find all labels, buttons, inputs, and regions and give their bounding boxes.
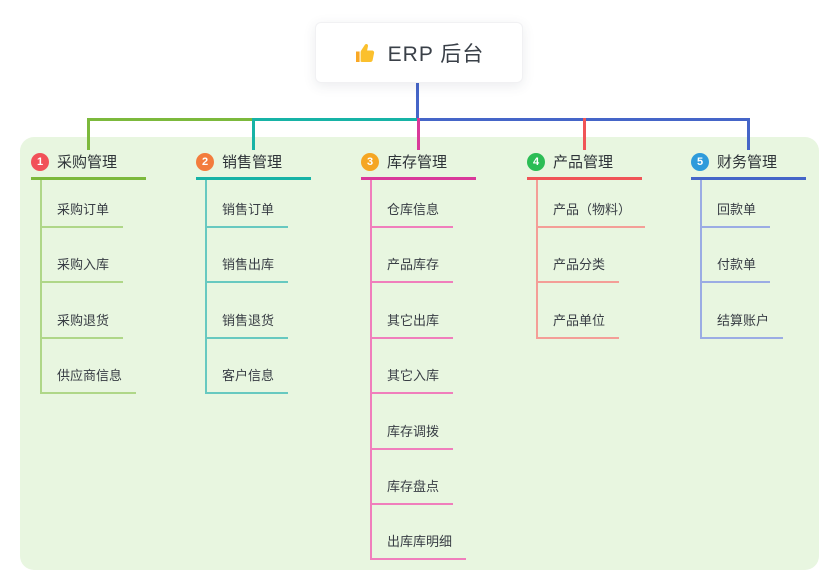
child-node-4-3[interactable]: 产品单位: [536, 312, 620, 339]
thumbs-up-icon: [354, 41, 378, 65]
child-node-5-2[interactable]: 付款单: [700, 256, 771, 283]
branch-label-3: 库存管理: [387, 154, 448, 171]
child-node-5-1[interactable]: 回款单: [700, 201, 771, 228]
branch-drop-line-2: [252, 118, 255, 150]
branch-trunk-line-3: [370, 180, 372, 560]
root-node-label: ERP 后台: [387, 42, 485, 66]
branch-label-1: 采购管理: [57, 154, 118, 171]
child-node-3-3[interactable]: 其它出库: [370, 312, 454, 339]
branch-badge-3: 3: [361, 152, 379, 171]
child-node-3-1[interactable]: 仓库信息: [370, 201, 454, 228]
branch-label-2: 销售管理: [222, 154, 283, 171]
branch-trunk-line-1: [40, 180, 42, 394]
root-node[interactable]: ERP 后台: [315, 22, 523, 83]
child-node-3-6[interactable]: 库存盘点: [370, 478, 454, 505]
bus-segment-branch1: [87, 118, 255, 121]
branch-header-4[interactable]: 4 产品管理: [527, 150, 642, 180]
child-node-3-2[interactable]: 产品库存: [370, 256, 454, 283]
branch-drop-line-4: [583, 118, 586, 150]
branch-header-3[interactable]: 3 库存管理: [361, 150, 476, 180]
child-node-2-1[interactable]: 销售订单: [205, 201, 289, 228]
root-connector-line: [416, 83, 419, 118]
branch-trunk-line-2: [205, 180, 207, 394]
branch-header-5[interactable]: 5 财务管理: [691, 150, 806, 180]
child-node-1-4[interactable]: 供应商信息: [40, 367, 137, 394]
branch-trunk-line-5: [700, 180, 702, 339]
branch-label-5: 财务管理: [717, 154, 778, 171]
child-node-4-1[interactable]: 产品（物料）: [536, 201, 646, 228]
branch-badge-4: 4: [527, 152, 545, 171]
child-node-3-5[interactable]: 库存调拨: [370, 423, 454, 450]
branch-group-background: [20, 137, 819, 570]
child-node-4-2[interactable]: 产品分类: [536, 256, 620, 283]
branch-label-4: 产品管理: [553, 154, 614, 171]
child-node-3-7[interactable]: 出库库明细: [370, 533, 467, 560]
branch-drop-line-5: [747, 118, 750, 150]
child-node-1-3[interactable]: 采购退货: [40, 312, 124, 339]
child-node-3-4[interactable]: 其它入库: [370, 367, 454, 394]
branch-drop-line-1: [87, 118, 90, 150]
child-node-1-2[interactable]: 采购入库: [40, 256, 124, 283]
branch-badge-2: 2: [196, 152, 214, 171]
branch-header-2[interactable]: 2 销售管理: [196, 150, 311, 180]
child-node-2-4[interactable]: 客户信息: [205, 367, 289, 394]
child-node-2-3[interactable]: 销售退货: [205, 312, 289, 339]
child-node-1-1[interactable]: 采购订单: [40, 201, 124, 228]
branch-trunk-line-4: [536, 180, 538, 339]
branch-header-1[interactable]: 1 采购管理: [31, 150, 146, 180]
branch-drop-line-3: [417, 118, 420, 150]
branch-badge-1: 1: [31, 152, 49, 171]
branch-badge-5: 5: [691, 152, 709, 171]
child-node-2-2[interactable]: 销售出库: [205, 256, 289, 283]
bus-segment-branch2: [252, 118, 417, 121]
child-node-5-3[interactable]: 结算账户: [700, 312, 784, 339]
